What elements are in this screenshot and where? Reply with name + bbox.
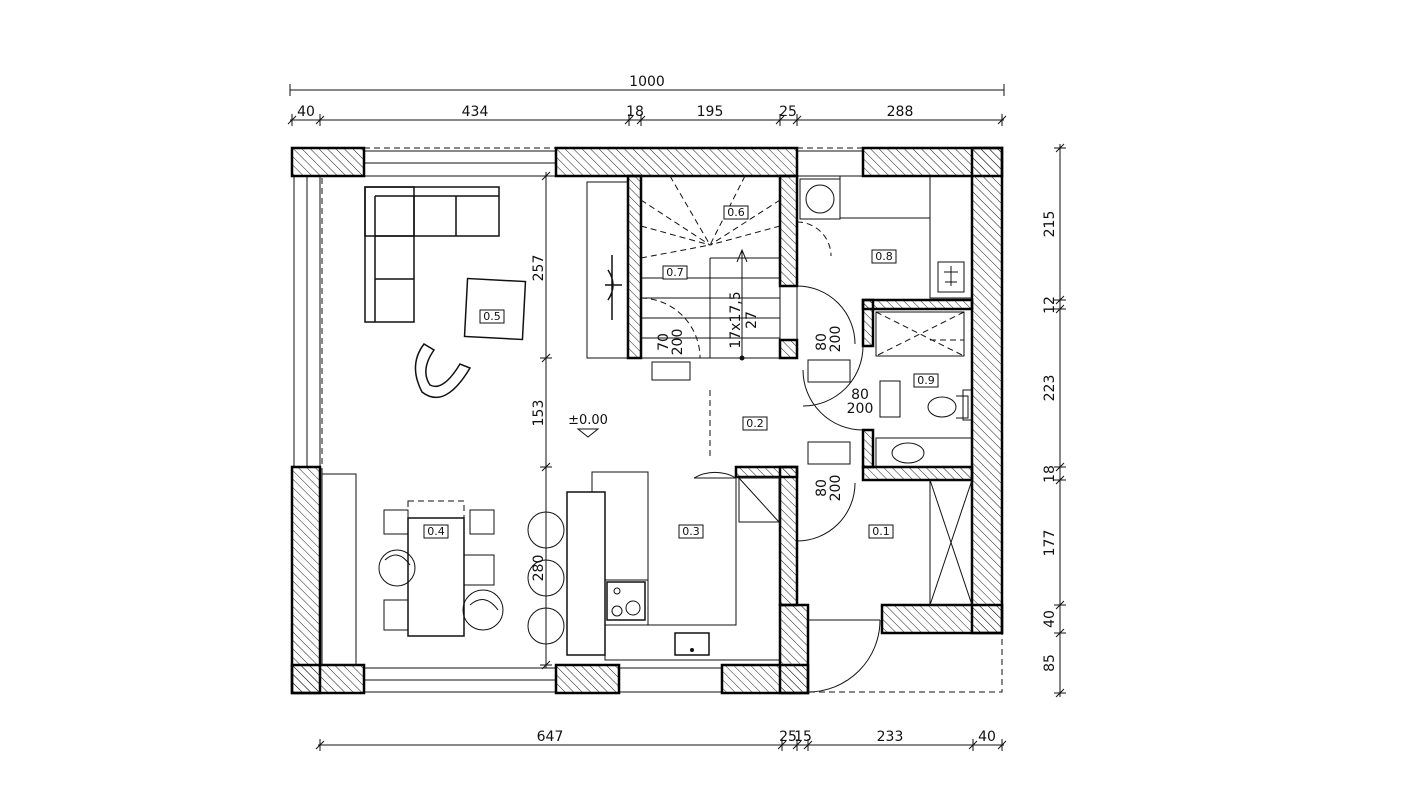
- room-tag-0-9: 0.9: [917, 374, 935, 387]
- stair-spec: 17x17,5: [728, 291, 744, 348]
- door-3-h: 200: [847, 401, 874, 417]
- utility-fixtures: [799, 176, 972, 299]
- window-openings: [293, 150, 863, 693]
- door-1-w: 70: [656, 333, 672, 351]
- kitchen: [527, 390, 781, 661]
- dim-right-5: 177: [1042, 530, 1058, 557]
- dim-top-4: 195: [697, 104, 724, 120]
- room-tag-0-1: 0.1: [872, 525, 890, 538]
- doors: 70 200 80 200 80 200 80 200: [640, 221, 881, 693]
- door-2-w: 80: [814, 333, 830, 351]
- dim-top-6: 288: [887, 104, 914, 120]
- dim-top-5: 25: [779, 104, 797, 120]
- dim-top-1: 40: [297, 104, 315, 120]
- dim-top-3: 18: [626, 104, 644, 120]
- staircase: 17x17,5 27: [586, 175, 781, 361]
- walls: [290, 146, 1004, 695]
- door-4-w: 80: [814, 479, 830, 497]
- stair-tread: 27: [744, 311, 760, 329]
- bathroom-fixtures: [875, 311, 973, 468]
- dimension-chain-bottom: 647 25 15 233 40: [315, 729, 1007, 751]
- dim-right-1: 215: [1042, 211, 1058, 238]
- dim-bottom-5: 40: [978, 729, 996, 745]
- dim-inner-1: 257: [531, 255, 547, 282]
- dimension-overall-top: 1000: [289, 74, 1005, 96]
- dim-right-6: 40: [1042, 610, 1058, 628]
- room-tag-0-8: 0.8: [875, 250, 893, 263]
- elevation-text: ±0.00: [568, 413, 608, 428]
- dim-bottom-2: 25: [779, 729, 797, 745]
- room-tag-0-4: 0.4: [427, 525, 445, 538]
- room-tag-0-7: 0.7: [666, 266, 684, 279]
- dim-inner-3: 280: [531, 555, 547, 582]
- coffee-table: [463, 277, 527, 341]
- sofa: [364, 186, 500, 323]
- elevation-marker: ±0.00: [568, 413, 608, 438]
- dim-inner-2: 153: [531, 400, 547, 427]
- room-tags: 0.1 0.2 0.3 0.4 0.5 0.6 0.7 0.8 0.9: [423, 205, 939, 539]
- dimension-chain-right: 215 12 223 18 177 40 85: [1042, 143, 1066, 698]
- dim-bottom-1: 647: [537, 729, 564, 745]
- room-tag-0-2: 0.2: [746, 417, 764, 430]
- dim-overall-text: 1000: [629, 74, 665, 90]
- wardrobe: [929, 479, 973, 606]
- dim-right-2: 12: [1042, 296, 1058, 314]
- room-tag-0-3: 0.3: [682, 525, 700, 538]
- dim-right-4: 18: [1042, 465, 1058, 483]
- door-1-h: 200: [670, 329, 686, 356]
- armchair: [414, 343, 472, 399]
- dim-right-7: 85: [1042, 654, 1058, 672]
- door-2-h: 200: [828, 326, 844, 353]
- door-4-h: 200: [828, 475, 844, 502]
- dimension-chain-top: 40 434 18 195 25 288: [287, 104, 1007, 126]
- room-tag-0-6: 0.6: [727, 206, 745, 219]
- dim-right-3: 223: [1042, 375, 1058, 402]
- dimension-interior-vertical: 257 153 280: [531, 171, 552, 670]
- dim-bottom-4: 233: [877, 729, 904, 745]
- dim-top-2: 434: [462, 104, 489, 120]
- room-tag-0-5: 0.5: [483, 310, 501, 323]
- door-3-w: 80: [851, 387, 869, 403]
- dining-set: [321, 473, 504, 666]
- dim-bottom-3: 15: [794, 729, 812, 745]
